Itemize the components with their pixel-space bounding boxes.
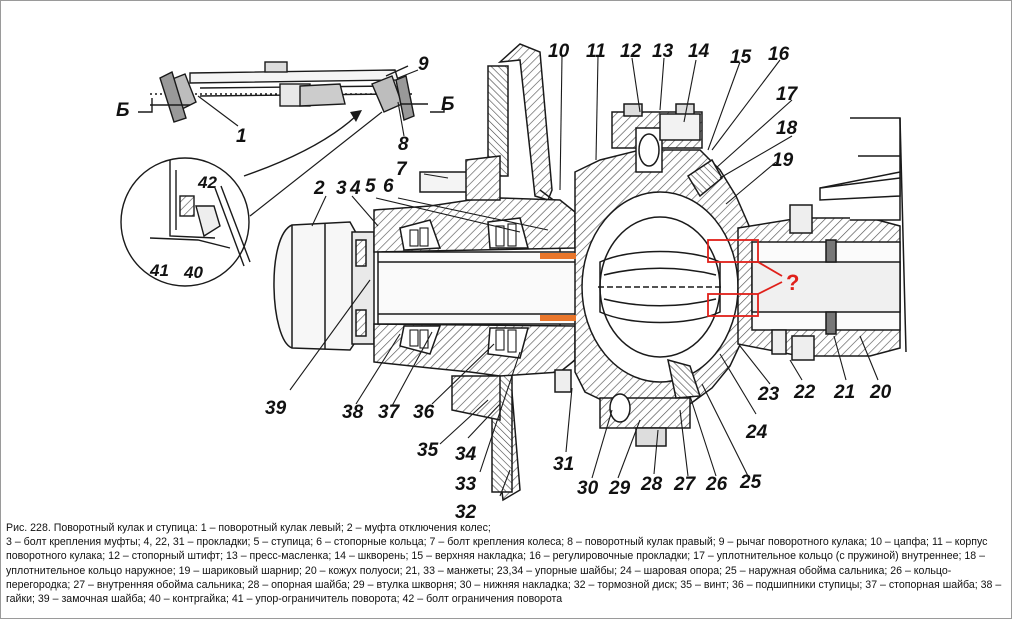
question-highlight: [707, 239, 783, 317]
axle-schematic: [138, 61, 445, 123]
label-2: 2: [313, 178, 325, 199]
label-29: 29: [608, 478, 631, 499]
label-35: 35: [417, 440, 439, 461]
label-13: 13: [652, 41, 674, 62]
section-mark-b-left: Б: [116, 100, 129, 121]
label-33: 33: [455, 474, 477, 495]
label-10: 10: [548, 41, 570, 62]
label-18: 18: [776, 118, 798, 139]
label-41: 41: [149, 261, 169, 280]
label-42: 42: [197, 173, 217, 192]
label-9: 9: [418, 54, 429, 75]
label-15: 15: [730, 47, 752, 68]
label-20: 20: [869, 382, 892, 403]
label-26: 26: [705, 474, 728, 495]
label-14: 14: [688, 41, 710, 62]
detail-circle: [120, 157, 251, 287]
label-21: 21: [833, 382, 855, 403]
label-12: 12: [620, 41, 642, 62]
callout-arrow: [243, 115, 357, 177]
label-40: 40: [183, 263, 203, 282]
label-4: 4: [349, 178, 361, 199]
label-37: 37: [378, 402, 401, 423]
label-38: 38: [342, 402, 364, 423]
label-19: 19: [772, 150, 794, 171]
label-17: 17: [776, 84, 799, 105]
label-32: 32: [455, 502, 477, 519]
leader-lines: [197, 55, 879, 497]
label-8: 8: [398, 134, 409, 155]
arrowhead: [350, 110, 362, 122]
label-25: 25: [739, 472, 762, 493]
caption-legend: 3 – болт крепления муфты; 4, 22, 31 – пр…: [6, 536, 1002, 606]
label-27: 27: [673, 474, 697, 495]
label-39: 39: [265, 398, 287, 419]
label-5: 5: [365, 176, 376, 197]
label-7: 7: [396, 159, 408, 180]
label-16: 16: [768, 44, 790, 65]
main-assembly: [273, 43, 907, 502]
label-3: 3: [336, 178, 347, 199]
label-28: 28: [640, 474, 663, 495]
label-22: 22: [793, 382, 816, 403]
label-6: 6: [383, 176, 394, 197]
label-30: 30: [577, 478, 599, 499]
label-31: 31: [553, 454, 574, 475]
label-24: 24: [745, 422, 768, 443]
part-labels: 1 2 3 4 5 6 7 8 9 10 11 12 13 14 15 16 1…: [149, 41, 892, 519]
question-mark: ?: [786, 270, 799, 295]
section-mark-b-right: Б: [441, 94, 454, 115]
caption-title-line: Рис. 228. Поворотный кулак и ступица: 1 …: [6, 522, 491, 534]
label-11: 11: [586, 41, 606, 62]
knuckle-hub-drawing: Б Б: [116, 41, 907, 519]
label-1: 1: [236, 126, 247, 147]
callout-line: [249, 111, 383, 217]
label-36: 36: [413, 402, 435, 423]
figure-caption: Рис. 228. Поворотный кулак и ступица: 1 …: [6, 521, 1006, 606]
label-23: 23: [757, 384, 780, 405]
label-34: 34: [455, 444, 477, 465]
